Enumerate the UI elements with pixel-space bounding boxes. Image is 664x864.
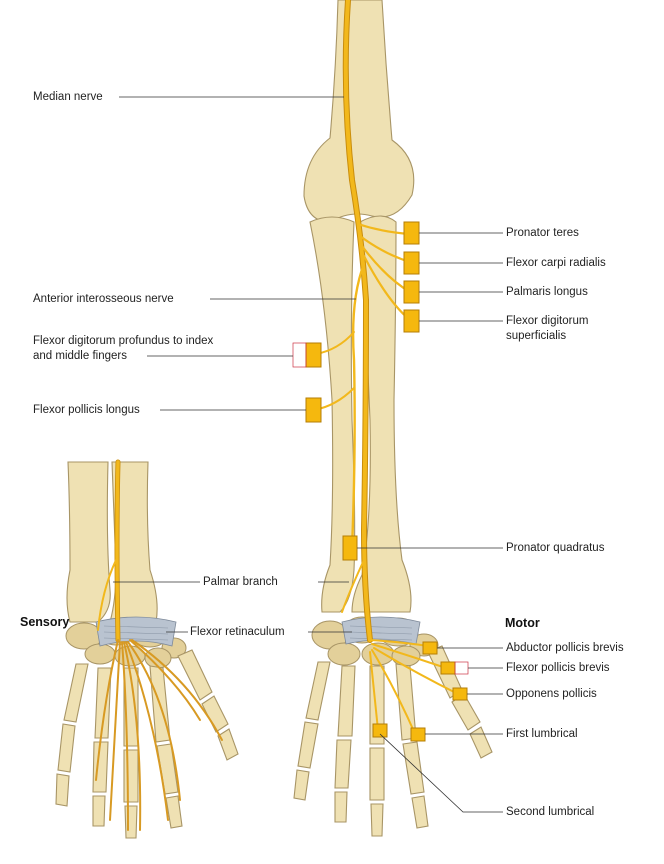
flexor-pollicis-brevis-box xyxy=(441,662,455,674)
label-flexor-pollicis-brevis: Flexor pollicis brevis xyxy=(506,661,610,675)
label-flexor-retinaculum: Flexor retinaculum xyxy=(190,625,285,639)
label-palmaris-longus: Palmaris longus xyxy=(506,285,588,299)
second-lumbrical-box xyxy=(373,724,387,737)
flexor-digitorum-superficialis-box xyxy=(404,310,419,332)
median-nerve-sensory xyxy=(96,462,222,830)
label-pronator-teres: Pronator teres xyxy=(506,226,579,240)
flexor-pollicis-longus-box xyxy=(306,398,321,422)
humerus xyxy=(304,0,414,222)
label-fdp-index-middle-line2: and middle fingers xyxy=(33,349,127,363)
pronator-quadratus-box xyxy=(343,536,357,560)
header-sensory: Sensory xyxy=(20,615,69,629)
header-motor: Motor xyxy=(505,616,540,630)
label-flexor-digitorum-superficialis-line2: superficialis xyxy=(506,329,566,343)
palmaris-longus-box xyxy=(404,281,419,303)
label-flexor-pollicis-longus: Flexor pollicis longus xyxy=(33,403,140,417)
label-flexor-carpi-radialis: Flexor carpi radialis xyxy=(506,256,606,270)
label-pronator-quadratus: Pronator quadratus xyxy=(506,541,604,555)
abductor-pollicis-brevis-box xyxy=(423,642,437,654)
label-flexor-digitorum-superficialis-line1: Flexor digitorum xyxy=(506,314,588,328)
label-abductor-pollicis-brevis: Abductor pollicis brevis xyxy=(506,641,624,655)
label-median-nerve: Median nerve xyxy=(33,90,103,104)
opponens-pollicis-box xyxy=(453,688,467,700)
label-anterior-interosseous-nerve: Anterior interosseous nerve xyxy=(33,292,174,306)
label-opponens-pollicis: Opponens pollicis xyxy=(506,687,597,701)
first-lumbrical-box xyxy=(411,728,425,741)
label-fdp-index-middle-line1: Flexor digitorum profundus to index xyxy=(33,334,213,348)
pronator-teres-box xyxy=(404,222,419,244)
fdp-index-middle-box xyxy=(306,343,321,367)
label-first-lumbrical: First lumbrical xyxy=(506,727,578,741)
label-second-lumbrical: Second lumbrical xyxy=(506,805,594,819)
flexor-carpi-radialis-box xyxy=(404,252,419,274)
label-palmar-branch: Palmar branch xyxy=(203,575,278,589)
